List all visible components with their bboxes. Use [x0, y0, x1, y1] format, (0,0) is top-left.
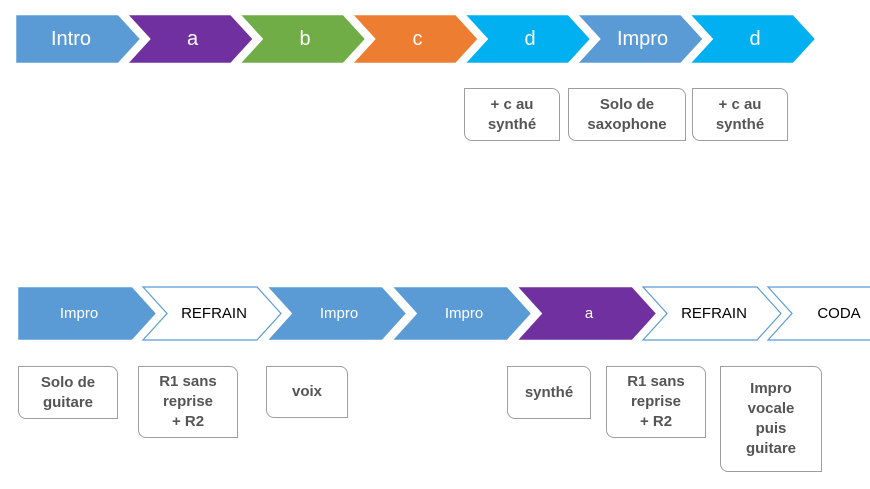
row2-chevron-4 — [517, 286, 657, 341]
row2-chevron-2 — [267, 286, 407, 341]
row1-note-saxophone: Solo de saxophone — [568, 88, 686, 141]
row1-chevron-label-0: Intro — [51, 28, 91, 50]
row1-chevron-4 — [465, 14, 591, 64]
row1-chevron-label-2: b — [299, 28, 310, 50]
row2-note-voice: voix — [266, 366, 348, 418]
row2-note-guitar-solo: Solo de guitare — [18, 366, 118, 419]
row2-chevron-label-0: Impro — [60, 305, 98, 322]
row2-note-refrain-1: R1 sans reprise + R2 — [138, 366, 238, 438]
row2-chevron-label-6: CODA — [817, 305, 860, 322]
row1-note-synth-c-1: + c au synthé — [464, 88, 560, 141]
row2-chevron-label-3: Impro — [445, 305, 483, 322]
row1-chevron-label-5: Impro — [617, 28, 668, 50]
row2-chevron-3 — [392, 286, 532, 341]
row1-chevron-1 — [127, 14, 253, 64]
row1-chevron-label-4: d — [524, 28, 535, 50]
row2-note-refrain-2: R1 sans reprise + R2 — [606, 366, 706, 438]
row1-chevron-5 — [577, 14, 703, 64]
row1-chevron-label-1: a — [187, 28, 199, 50]
row2-chevron-5 — [641, 286, 782, 341]
row2-chevron-label-5: REFRAIN — [681, 305, 747, 322]
row2-chevron-label-2: Impro — [320, 305, 358, 322]
row2-chevron-label-1: REFRAIN — [181, 305, 247, 322]
row1-chevron-label-6: d — [749, 28, 760, 50]
row2-note-synth: synthé — [507, 366, 591, 419]
row2-chevron-label-4: a — [585, 305, 594, 322]
row1-chevron-3 — [352, 14, 478, 64]
row1-chevrons: Intro a b c d Impro d — [15, 14, 816, 64]
row1-chevron-2 — [240, 14, 366, 64]
row1-chevron-0 — [15, 14, 141, 64]
row2-note-coda: Impro vocale puis guitare — [720, 366, 822, 472]
row1-chevron-label-3: c — [413, 28, 423, 50]
row1-chevron-6 — [690, 14, 816, 64]
row1-note-synth-c-2: + c au synthé — [692, 88, 788, 141]
row2-chevrons: Impro REFRAIN Impro Impro a REFRAIN CODA — [17, 286, 870, 341]
row2-chevron-6 — [766, 286, 870, 341]
row2-chevron-0 — [17, 286, 157, 341]
row2-chevron-1 — [141, 286, 282, 341]
